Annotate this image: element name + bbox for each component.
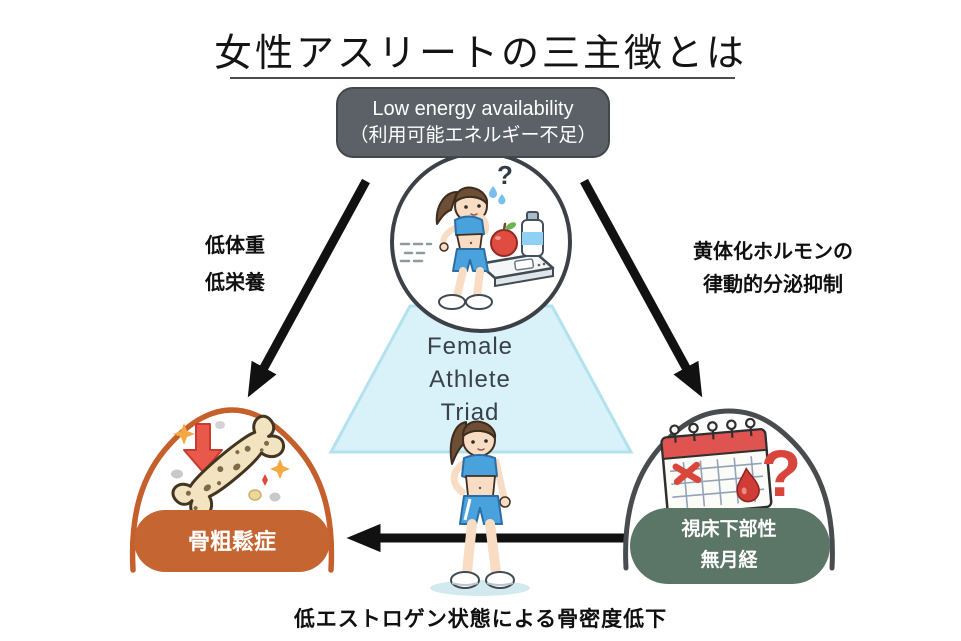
water-bottle-icon bbox=[521, 211, 544, 257]
amenorrhea-line2: 無月経 bbox=[700, 550, 758, 571]
confused-athlete-icon bbox=[435, 186, 493, 310]
osteoporosis-bone-icon bbox=[129, 407, 335, 573]
red-down-arrow-icon bbox=[183, 423, 223, 473]
label-right-line2: 律動的分泌抑制 bbox=[703, 274, 843, 296]
amenorrhea-line1: 視床下部性 bbox=[681, 519, 777, 540]
blood-drop-icon bbox=[736, 467, 760, 503]
small-red-sparkle-icon bbox=[262, 474, 268, 486]
energy-box-line2: （利用可能エネルギー不足） bbox=[349, 125, 597, 146]
triad-line3: Triad bbox=[440, 399, 500, 426]
athlete-on-scale-icon: ? bbox=[390, 151, 572, 333]
bone-fragments-icon bbox=[171, 421, 281, 502]
osteoporosis-pill bbox=[134, 510, 330, 572]
energy-box-line1: Low energy availability bbox=[372, 98, 574, 120]
label-left-line2: 低栄養 bbox=[205, 272, 265, 294]
porous-bone-shape bbox=[171, 414, 285, 519]
label-lh-suppression: 黄体化ホルモンの 律動的分泌抑制 bbox=[668, 236, 878, 302]
low-energy-availability-box: Low energy availability （利用可能エネルギー不足） bbox=[336, 87, 610, 158]
osteoporosis-label: 骨粗鬆症 bbox=[187, 529, 276, 554]
label-left-line1: 低体重 bbox=[205, 235, 265, 257]
calendar-icon bbox=[660, 417, 773, 517]
label-right-line1: 黄体化ホルモンの bbox=[693, 241, 853, 263]
female-athlete-icon bbox=[430, 420, 530, 596]
speed-lines-icon bbox=[399, 242, 433, 263]
question-mark-icon: ? bbox=[761, 436, 801, 510]
bottom-caption: 低エストロゲン状態による骨密度低下 bbox=[293, 608, 668, 631]
page-title: 女性アスリートの三主徴とは bbox=[213, 33, 747, 75]
question-mark-icon: ? bbox=[497, 160, 513, 190]
x-mark-icon bbox=[672, 461, 702, 485]
arrow-low-energy-to-osteoporosis bbox=[247, 178, 370, 398]
apple-icon bbox=[490, 222, 518, 257]
triad-title: Female Athlete Triad bbox=[385, 330, 555, 429]
sweat-drops-icon bbox=[489, 186, 506, 205]
amenorrhea-label: 視床下部性 無月経 bbox=[630, 514, 828, 576]
calendar-x-icon: ? bbox=[623, 408, 835, 584]
triad-line2: Athlete bbox=[429, 366, 511, 393]
sparkle-icon bbox=[173, 423, 290, 479]
triad-line1: Female bbox=[426, 333, 514, 360]
title-underline bbox=[230, 77, 735, 79]
amenorrhea-pill bbox=[630, 508, 830, 584]
weighing-scale-icon bbox=[477, 252, 555, 288]
arrow-low-energy-to-amenorrhea bbox=[580, 178, 703, 398]
label-low-weight-nutrition: 低体重 低栄養 bbox=[160, 228, 310, 302]
